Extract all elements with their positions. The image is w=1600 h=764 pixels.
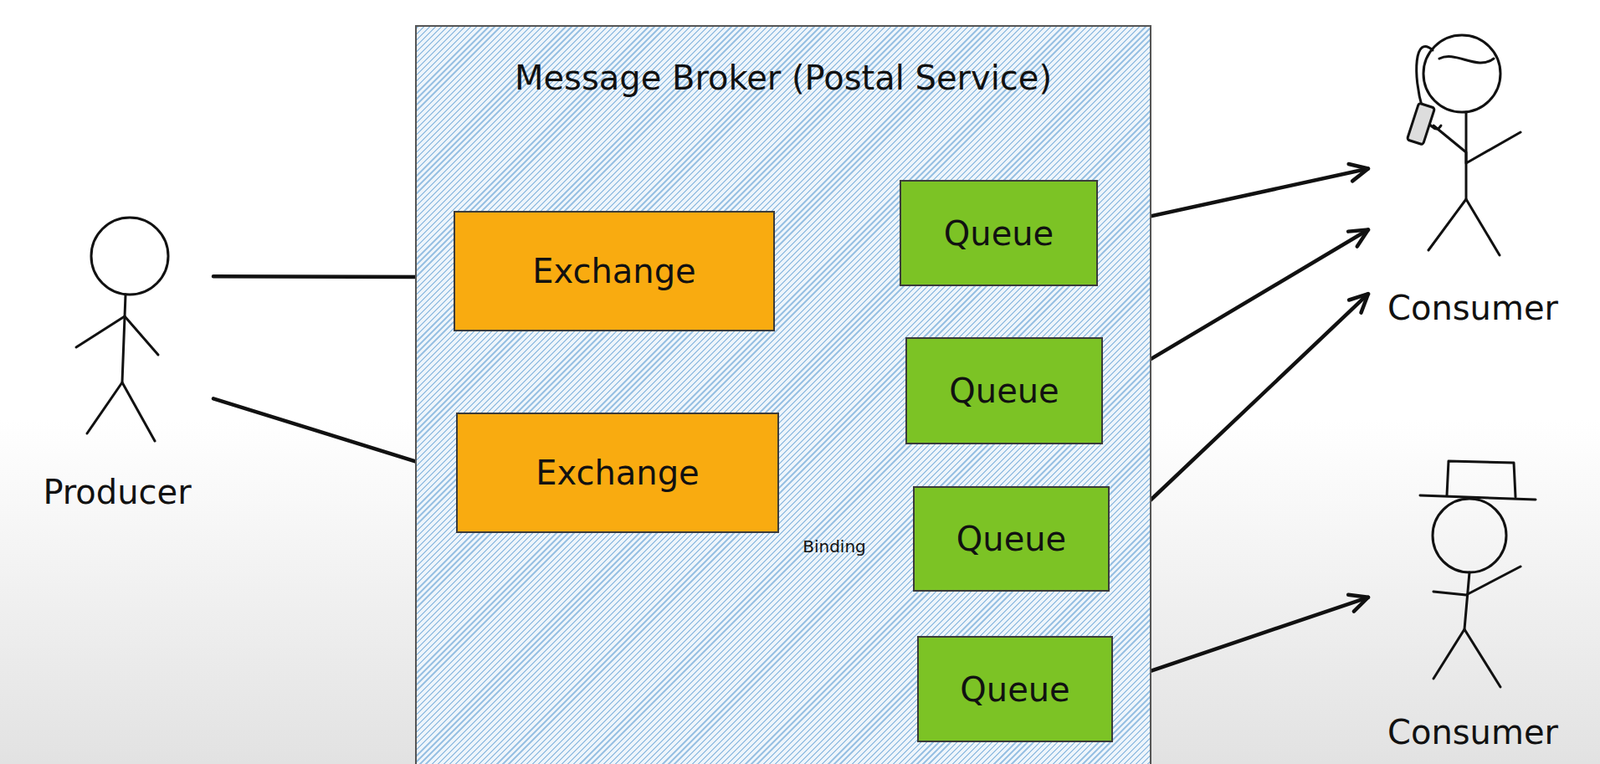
arrow-head <box>1348 230 1369 247</box>
queue-box: Queue <box>899 179 1098 287</box>
producer-figure <box>76 217 169 442</box>
consumer-figure <box>1406 35 1521 256</box>
box-label: Queue <box>956 519 1067 559</box>
exchange-box: Exchange <box>456 412 780 534</box>
actor-label: Producer <box>20 472 214 512</box>
broker-region: Message Broker (Postal Service)ExchangeE… <box>415 25 1152 764</box>
box-label: Exchange <box>532 251 696 291</box>
region-title: Message Broker (Postal Service) <box>416 58 1150 98</box>
queue-box: Queue <box>912 486 1110 592</box>
producer-node: Producer <box>20 209 214 515</box>
actor-label: Consumer <box>1368 712 1578 752</box>
consumer-figure <box>1420 461 1536 688</box>
edge-label: Binding <box>802 536 867 557</box>
box-label: Queue <box>959 670 1070 709</box>
arrow-head <box>1348 594 1369 612</box>
box-label: Queue <box>948 371 1059 411</box>
queue-box: Queue <box>905 337 1103 445</box>
box-label: Exchange <box>535 453 699 493</box>
consumer-node: Consumer <box>1368 25 1578 331</box>
arrow-head <box>1348 293 1369 313</box>
actor-label: Consumer <box>1368 288 1578 328</box>
consumer-node: Consumer <box>1368 451 1578 755</box>
box-label: Queue <box>943 214 1054 253</box>
queue-box: Queue <box>917 635 1113 743</box>
exchange-box: Exchange <box>453 210 775 332</box>
arrow-head <box>1348 164 1369 181</box>
